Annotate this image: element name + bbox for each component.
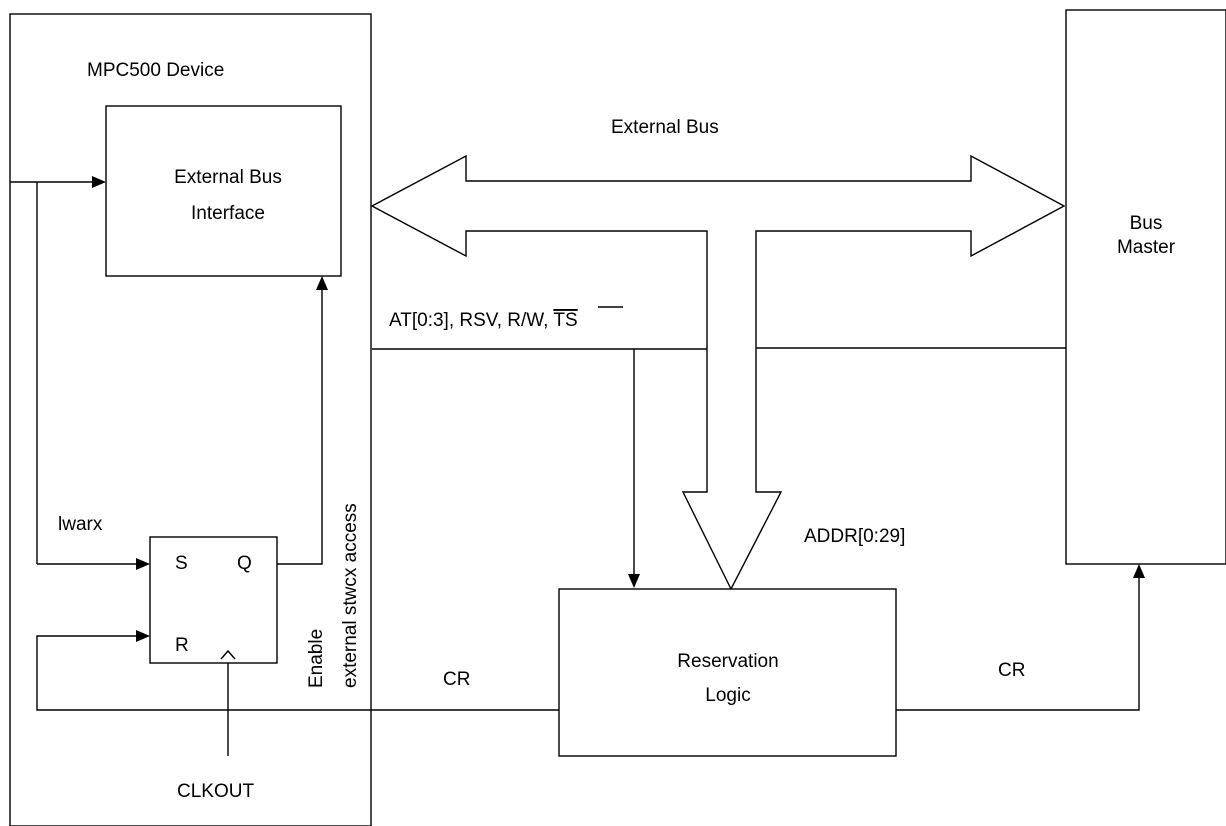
mpc500-device-label: MPC500 Device <box>87 60 224 81</box>
reservation-logic-label-line2: Logic <box>705 685 750 706</box>
cr-right-label: CR <box>998 660 1025 681</box>
enable-label-line2: external stwcx access <box>340 503 361 688</box>
arrowhead-reset-input <box>136 630 150 642</box>
external-bus-interface-block <box>105 105 342 277</box>
flipflop-reset-label: R <box>175 635 189 656</box>
control-signals-label: AT[0:3], RSV, R/W, TS <box>389 310 578 331</box>
lwarx-label: lwarx <box>58 514 103 535</box>
cr-to-bus-master-line <box>896 578 1140 711</box>
arrowhead-bus-master <box>1133 564 1145 578</box>
arrowhead-set-input <box>136 558 150 570</box>
arrowhead-ebi-enable <box>316 276 328 290</box>
ebi-label-line1: External Bus <box>174 167 282 188</box>
bus-master-label-line2: Master <box>1117 237 1176 258</box>
cr-feedback-line <box>36 635 559 711</box>
sr-flipflop-block <box>149 536 278 664</box>
flipflop-set-label: S <box>175 553 188 574</box>
mpc500-device-block <box>9 13 372 826</box>
flipflop-q-label: Q <box>237 553 252 574</box>
arrowhead-ebi-input <box>92 176 106 188</box>
reservation-logic-block <box>558 588 897 757</box>
external-bus-label: External Bus <box>611 117 719 138</box>
q-to-ebi-line <box>277 290 323 565</box>
external-bus-arrow <box>370 154 1066 591</box>
cr-left-label: CR <box>443 669 470 690</box>
enable-label-line1: Enable <box>306 629 327 688</box>
reservation-logic-label-line1: Reservation <box>677 651 778 672</box>
bus-master-block <box>1065 9 1226 565</box>
arrowhead-reservation-control <box>628 574 640 588</box>
bus-master-label-line1: Bus <box>1130 213 1163 234</box>
ebi-label-line2: Interface <box>191 203 265 224</box>
address-bus-label: ADDR[0:29] <box>804 526 905 547</box>
clkout-label: CLKOUT <box>177 781 254 802</box>
clock-edge-marker <box>220 649 236 660</box>
